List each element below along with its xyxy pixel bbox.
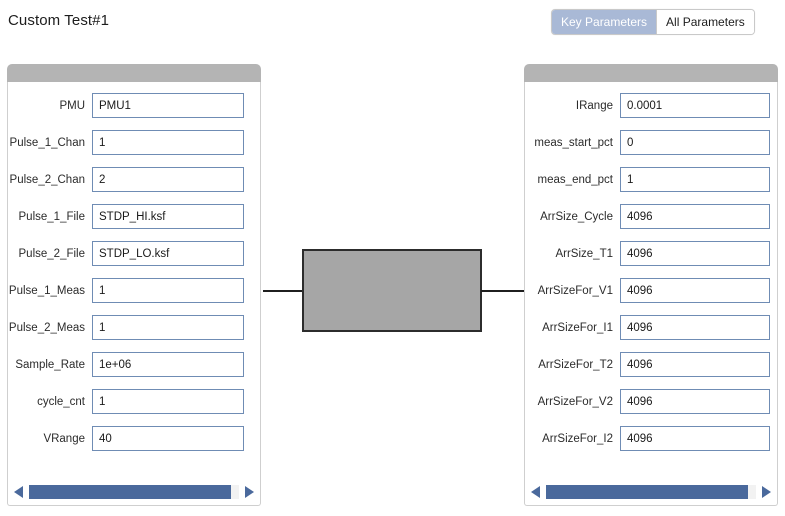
left-parameter-panel: PMU Pulse_1_ChanPulse_2_ChanPulse_1_FileP… [7,64,261,506]
parameter-label-arrsizefor_i2: ArrSizeFor_I2 [542,432,613,445]
parameter-label-pulse_1_meas: Pulse_1_Meas [8,284,85,297]
parameter-input-pulse_1_chan[interactable] [92,130,244,155]
device-lead-left [263,290,304,292]
left-scrollbar-track[interactable] [29,485,239,499]
parameter-label-sample_rate: Sample_Rate [15,358,85,371]
tab-key-parameters[interactable]: Key Parameters [552,10,657,34]
parameter-input-meas_start_pct[interactable] [620,130,770,155]
parameter-label-arrsizefor_v1: ArrSizeFor_V1 [537,284,613,297]
parameter-row: ArrSizeFor_V1 [525,272,777,309]
right-scrollbar-track[interactable] [546,485,756,499]
parameter-row: meas_end_pct [525,161,777,198]
parameter-input-sample_rate[interactable] [92,352,244,377]
parameter-input-arrsizefor_t2[interactable] [620,352,770,377]
parameter-label-pmu: PMU [59,99,85,112]
page-title: Custom Test#1 [8,12,110,29]
parameter-label-arrsizefor_i1: ArrSizeFor_I1 [542,321,613,334]
parameter-input-arrsizefor_i1[interactable] [620,315,770,340]
parameter-input-pulse_2_chan[interactable] [92,167,244,192]
parameter-row: Pulse_2_Chan [8,161,260,198]
left-parameter-list: PMU Pulse_1_ChanPulse_2_ChanPulse_1_FileP… [8,82,260,479]
parameter-row: Sample_Rate [8,346,260,383]
right-parameter-panel: IRange meas_start_pct meas_end_pctArrSize_… [524,64,778,506]
parameter-row: Pulse_1_File [8,198,260,235]
parameter-label-arrsizefor_t2: ArrSizeFor_T2 [538,358,613,371]
parameter-label-pulse_2_chan: Pulse_2_Chan [9,173,85,186]
parameter-input-arrsizefor_v2[interactable] [620,389,770,414]
left-scrollbar-thumb[interactable] [29,485,231,499]
parameter-input-arrsizefor_i2[interactable] [620,426,770,451]
parameter-label-pulse_2_meas: Pulse_2_Meas [8,321,85,334]
parameter-input-cycle_cnt[interactable] [92,389,244,414]
triangle-left-icon[interactable] [12,485,26,499]
parameter-row: Pulse_1_Meas [8,272,260,309]
parameter-row: Pulse_2_File [8,235,260,272]
right-parameter-list: IRange meas_start_pct meas_end_pctArrSize_… [525,82,777,479]
parameter-label-irange: IRange [575,99,613,112]
parameter-label-pulse_1_chan: Pulse_1_Chan [9,136,85,149]
parameter-input-meas_end_pct[interactable] [620,167,770,192]
parameter-label-vrange: VRange [43,432,85,445]
tab-all-parameters[interactable]: All Parameters [656,10,754,34]
parameter-row: Pulse_1_Chan [8,124,260,161]
parameter-row: cycle_cnt [8,383,260,420]
parameter-label-arrsize_cycle: ArrSize_Cycle [540,210,613,223]
parameter-input-arrsize_cycle[interactable] [620,204,770,229]
parameter-row: meas_start_pct [525,124,777,161]
parameter-label-pulse_1_file: Pulse_1_File [18,210,85,223]
parameter-row: ArrSize_T1 [525,235,777,272]
parameter-label-arrsizefor_v2: ArrSizeFor_V2 [537,395,613,408]
parameter-input-pulse_1_meas[interactable] [92,278,244,303]
parameter-input-vrange[interactable] [92,426,244,451]
parameter-row: ArrSize_Cycle [525,198,777,235]
parameter-row: VRange [8,420,260,457]
triangle-left-icon[interactable] [529,485,543,499]
triangle-right-icon[interactable] [759,485,773,499]
parameter-label-arrsize_t1: ArrSize_T1 [555,247,613,260]
right-scrollbar-thumb[interactable] [546,485,748,499]
parameter-row: Pulse_2_Meas [8,309,260,346]
parameter-input-arrsize_t1[interactable] [620,241,770,266]
left-panel-horizontal-scrollbar[interactable] [12,483,256,501]
device-lead-right [481,290,524,292]
parameter-input-pulse_2_meas[interactable] [92,315,244,340]
parameter-input-pmu[interactable] [92,93,244,118]
triangle-right-icon[interactable] [242,485,256,499]
parameter-view-toggle-group[interactable]: Key Parameters All Parameters [551,9,755,35]
parameter-row: ArrSizeFor_I2 [525,420,777,457]
right-panel-header-bar [524,64,778,82]
parameter-input-pulse_1_file[interactable] [92,204,244,229]
parameter-row: IRange [525,87,777,124]
right-panel-horizontal-scrollbar[interactable] [529,483,773,501]
parameter-label-pulse_2_file: Pulse_2_File [18,247,85,260]
parameter-row: PMU [8,87,260,124]
parameter-row: ArrSizeFor_T2 [525,346,777,383]
parameter-label-cycle_cnt: cycle_cnt [37,395,85,408]
parameter-label-meas_start_pct: meas_start_pct [534,136,613,149]
parameter-input-arrsizefor_v1[interactable] [620,278,770,303]
device-diagram [262,82,524,506]
parameter-input-pulse_2_file[interactable] [92,241,244,266]
parameter-row: ArrSizeFor_V2 [525,383,777,420]
device-under-test-block[interactable] [302,249,482,332]
parameter-row: ArrSizeFor_I1 [525,309,777,346]
parameter-input-irange[interactable] [620,93,770,118]
parameter-label-meas_end_pct: meas_end_pct [537,173,613,186]
left-panel-header-bar [7,64,261,82]
